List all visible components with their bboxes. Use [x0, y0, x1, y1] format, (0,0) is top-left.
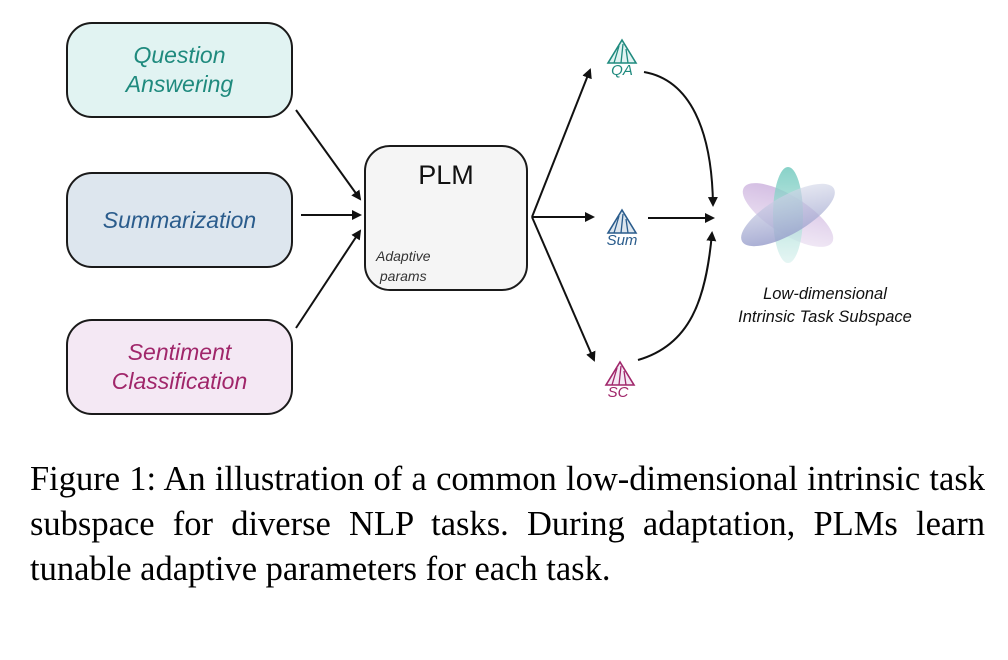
task-box-question-answering: Question Answering — [66, 22, 293, 118]
task-label-line: Sentiment — [127, 339, 232, 365]
subspace-icon — [741, 167, 835, 263]
figure-diagram: Question Answering Summarization Sentime… — [66, 22, 945, 415]
param-icon-sum — [606, 208, 638, 234]
subspace-label: Low-dimensional Intrinsic Task Subspace — [705, 283, 945, 329]
arrow-sc-to-subspace — [637, 231, 717, 361]
plm-sub-line: params — [379, 268, 427, 284]
plm-box: PLM Adaptive params — [364, 145, 528, 291]
param-icon-qa — [606, 38, 638, 64]
task-label-summarization: Summarization — [102, 206, 257, 233]
task-box-sentiment-classification: Sentiment Classification — [66, 319, 293, 415]
arrow-qa-to-subspace — [643, 71, 718, 207]
figure-caption: Figure 1: An illustration of a common lo… — [30, 460, 985, 588]
arrow-sc-to-plm — [295, 229, 362, 329]
param-icon-sc — [604, 360, 636, 386]
arrow-plm-to-qa — [531, 68, 592, 218]
subspace-label-line: Low-dimensional — [763, 285, 887, 303]
plm-title: PLM — [418, 160, 474, 190]
plm-sub-line: Adaptive — [376, 248, 431, 264]
task-label-line: Answering — [125, 71, 234, 97]
subspace-ellipse-blue — [741, 183, 835, 247]
connectors-layer — [295, 38, 835, 386]
param-label-sc: SC — [607, 384, 629, 401]
task-label-question-answering: Question Answering — [126, 41, 233, 99]
arrow-qa-to-plm — [295, 109, 362, 201]
subspace-label-line: Intrinsic Task Subspace — [738, 308, 912, 326]
task-box-summarization: Summarization — [66, 172, 293, 268]
arrow-plm-to-sc — [531, 216, 596, 362]
plm-adaptive-params-label: Adaptive params — [376, 246, 430, 286]
task-label-sentiment-classification: Sentiment Classification — [112, 338, 248, 396]
param-label-qa: QA — [611, 62, 633, 79]
param-label-sum: Sum — [606, 232, 638, 249]
task-label-line: Question — [133, 42, 226, 68]
task-label-line: Classification — [111, 368, 248, 394]
